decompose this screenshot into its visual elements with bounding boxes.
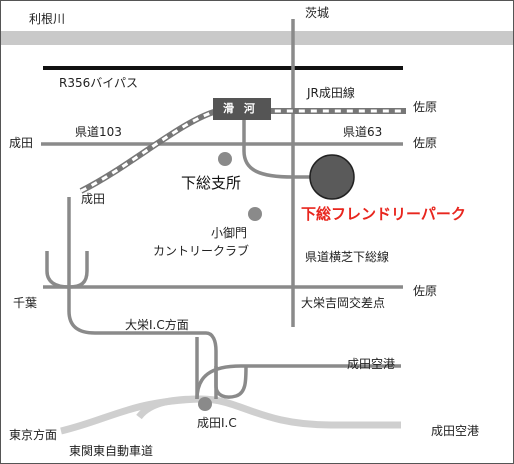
label-narita-ic: 成田I.C [197,416,237,430]
station-box [213,98,271,120]
label-ibaraki: 茨城 [305,6,330,20]
park-marker [309,154,355,200]
country-club-marker [248,207,262,221]
jr-narita-line [79,108,406,194]
label-pref-road-yokoshiba: 県道横芝下総線 [305,250,390,264]
label-country-club: カントリークラブ [153,244,250,258]
road-station-park [242,111,317,179]
narita-ic-marker [198,397,212,411]
label-r356-bypass: R356バイパス [59,76,139,90]
road-left-loop [45,251,89,289]
label-tone-river: 利根川 [29,12,66,26]
label-narita-airport-2: 成田空港 [431,424,480,438]
label-pref-road-103: 県道103 [75,125,122,139]
label-tokyo-direction: 東京方面 [9,428,58,442]
branch-office-marker [218,152,232,166]
label-sawara-3: 佐原 [413,284,438,298]
label-sawara-2: 佐原 [413,136,438,150]
label-station: 滑 河 [223,102,258,115]
label-narita-rail: 成田 [81,192,106,206]
label-chiba: 千葉 [13,296,38,310]
label-narita-left: 成田 [9,136,34,150]
tone-river [1,31,513,45]
label-jr-narita-line: JR成田線 [307,86,355,100]
label-pref-road-63: 県道63 [343,125,383,139]
label-shimofusa-branch: 下総支所 [181,174,242,192]
road-left-vertical [67,197,218,399]
label-narita-airport-1: 成田空港 [347,357,396,371]
label-shimofusa-friendly-park: 下総フレンドリーパーク [301,205,466,223]
road-airport-loop [214,365,248,399]
expressway-loop [136,395,202,420]
label-komikado: 小御門 [211,226,248,240]
label-sawara-1: 佐原 [413,100,438,114]
label-daiei-ic-direction: 大栄I.C方面 [125,318,189,332]
label-daiei-yoshioka: 大栄吉岡交差点 [301,296,386,310]
label-higashikanto-expressway: 東関東自動車道 [69,444,154,458]
